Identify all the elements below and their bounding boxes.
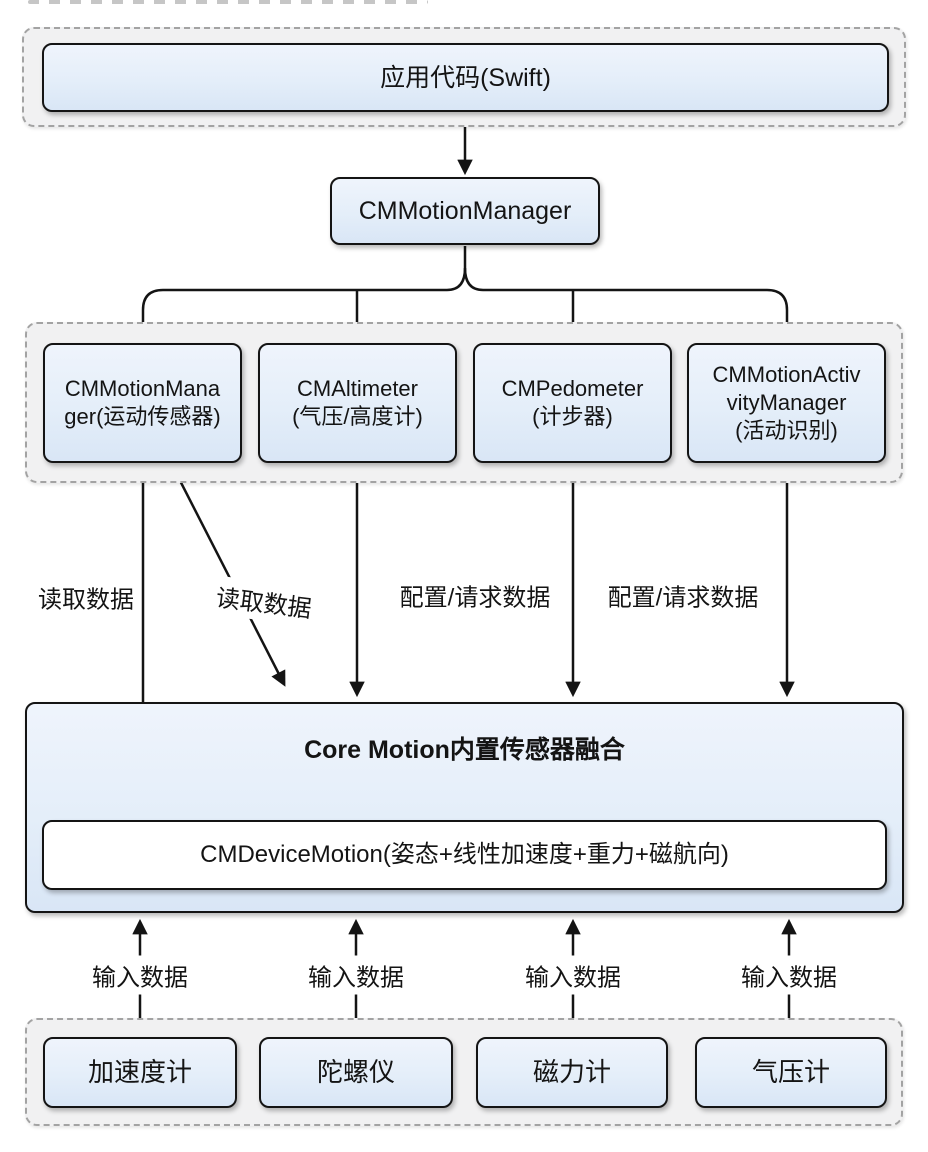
cmmotionmanager-box: CMMotionManager [330,177,600,245]
sensor-box-magnetometer: 磁力计 [476,1037,668,1108]
app-code-label: 应用代码(Swift) [380,63,551,92]
edge-label-config-request-right: 配置/请求数据 [602,575,764,615]
sensor-gyroscope-label: 陀螺仪 [316,1056,395,1087]
cmdevicemotion-label: CMDeviceMotion(姿态+线性加速度+重力+磁航向) [200,840,729,868]
sensor-box-gyroscope: 陀螺仪 [259,1037,453,1108]
cmmotionmanager-label: CMMotionManager [358,197,572,225]
sensor-magnetometer-label: 磁力计 [532,1056,611,1087]
app-code-box: 应用代码(Swift) [42,43,889,112]
sensor-barometer-label: 气压计 [751,1056,830,1087]
edge-label-input-data-3: 输入数据 [520,955,626,995]
sensor-box-barometer: 气压计 [695,1037,887,1108]
service-cmpedometer-label: CMPedometer (计步器) [501,375,644,429]
service-cmaltimeter-label: CMAltimeter (气压/高度计) [292,375,423,429]
service-box-cmmotionactivitymanager: CMMotionActiv vityManager (活动识别) [687,343,886,463]
edge-motion-to-fusion-diagonal [170,464,286,687]
edge-label-input-data-4: 输入数据 [736,955,842,995]
service-cmmotionmanager-label: CMMotionMana ger(运动传感器) [64,375,221,429]
service-cmmotionactivitymanager-label: CMMotionActiv vityManager (活动识别) [712,361,861,444]
edge-label-read-data-diagonal: 读取数据 [209,575,319,627]
edge-label-read-data-left: 读取数据 [33,577,139,617]
sensor-accelerometer-label: 加速度计 [87,1056,192,1087]
edge-label-config-request-left: 配置/请求数据 [394,575,556,615]
sensor-box-accelerometer: 加速度计 [43,1037,237,1108]
edge-label-input-data-1: 输入数据 [87,955,193,995]
edge-label-input-data-2: 输入数据 [303,955,409,995]
cropped-edge-artifact [28,0,428,4]
core-motion-fusion-title: Core Motion内置传感器融合 [304,736,625,764]
service-box-cmpedometer: CMPedometer (计步器) [473,343,672,463]
service-box-cmmotionmanager: CMMotionMana ger(运动传感器) [43,343,242,463]
cmdevicemotion-box: CMDeviceMotion(姿态+线性加速度+重力+磁航向) [42,820,887,890]
service-box-cmaltimeter: CMAltimeter (气压/高度计) [258,343,457,463]
